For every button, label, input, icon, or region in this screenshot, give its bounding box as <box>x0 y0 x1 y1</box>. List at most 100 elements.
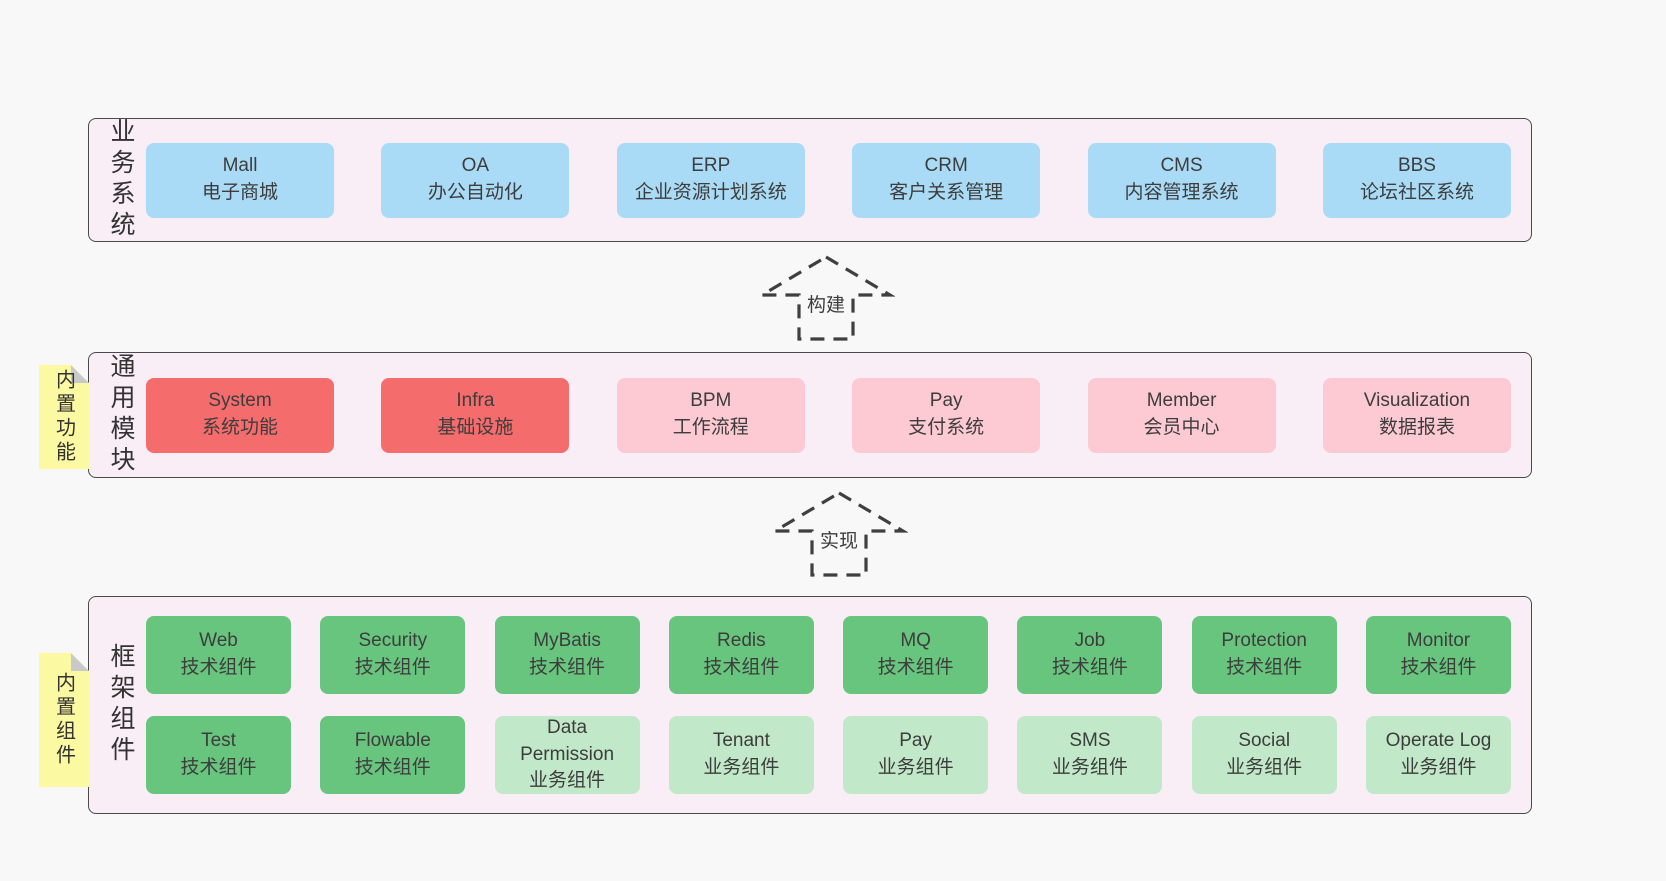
box-flowable: Flowable 技术组件 <box>320 716 466 794</box>
box-data-permission: Data Permission 业务组件 <box>494 716 640 794</box>
box-title: Visualization <box>1363 390 1471 412</box>
box-subtitle: 工作流程 <box>672 417 749 438</box>
box-title: Web <box>199 630 238 652</box>
section-label-business: 业务系统 <box>107 118 135 242</box>
box-title: Pay <box>929 390 963 412</box>
box-title: CRM <box>924 155 968 177</box>
box-subtitle: 技术组件 <box>354 757 431 778</box>
box-title: Protection <box>1221 630 1307 652</box>
box-subtitle: 内容管理系统 <box>1124 182 1239 203</box>
box-subtitle: 技术组件 <box>180 757 257 778</box>
box-subtitle: 技术组件 <box>180 657 257 678</box>
box-job: Job 技术组件 <box>1017 616 1163 694</box>
box-title: MQ <box>900 630 931 652</box>
sticky-tab-modules: 内置功能 <box>39 365 89 469</box>
box-subtitle: 办公自动化 <box>427 182 523 203</box>
box-sms: SMS 业务组件 <box>1017 716 1163 794</box>
box-title: Operate Log <box>1385 730 1492 752</box>
box-title: System <box>208 390 272 412</box>
box-subtitle: 论坛社区系统 <box>1359 182 1474 203</box>
box-subtitle: 业务组件 <box>1051 757 1128 778</box>
box-erp: ERP 企业资源计划系统 <box>616 142 805 218</box>
folded-corner-icon <box>71 653 89 671</box>
box-title: Data Permission <box>520 717 615 765</box>
box-subtitle: 技术组件 <box>703 657 780 678</box>
box-subtitle: 业务组件 <box>1226 757 1303 778</box>
box-monitor: Monitor 技术组件 <box>1365 616 1511 694</box>
box-web: Web 技术组件 <box>146 616 291 694</box>
box-subtitle: 技术组件 <box>529 657 606 678</box>
box-title: BBS <box>1397 155 1436 177</box>
box-title: Infra <box>456 390 495 412</box>
box-subtitle: 会员中心 <box>1143 417 1220 438</box>
box-title: CMS <box>1160 155 1203 177</box>
box-subtitle: 技术组件 <box>1226 657 1303 678</box>
box-row: System 系统功能 Infra 基础设施 BPM 工作流程 Pay 支付系统 Member 会… <box>146 377 1511 453</box>
box-title: ERP <box>691 155 731 177</box>
box-title: BPM <box>690 390 732 412</box>
box-system: System 系统功能 <box>146 377 334 453</box>
box-cms: CMS 内容管理系统 <box>1087 142 1276 218</box>
up-arrow-icon <box>757 255 895 341</box>
box-operate-log: Operate Log 业务组件 <box>1365 716 1511 794</box>
box-title: Job <box>1074 630 1106 652</box>
box-subtitle: 系统功能 <box>201 417 278 438</box>
box-title: Redis <box>717 630 766 652</box>
box-title: SMS <box>1069 730 1111 752</box>
dashed-up-arrow: 实现 <box>770 490 908 578</box>
up-arrow-icon <box>770 491 908 577</box>
box-pay: Pay 支付系统 <box>852 377 1041 453</box>
box-bpm: BPM 工作流程 <box>616 377 805 453</box>
sticky-tab-label-framework: 内置组件 <box>52 672 75 768</box>
box-mall: Mall 电子商城 <box>146 142 334 218</box>
section-label-framework: 框架组件 <box>107 643 135 767</box>
box-title: Flowable <box>354 730 431 752</box>
box-subtitle: 基础设施 <box>437 417 514 438</box>
box-test: Test 技术组件 <box>146 716 291 794</box>
box-infra: Infra 基础设施 <box>381 377 570 453</box>
box-title: Tenant <box>712 730 770 752</box>
box-subtitle: 技术组件 <box>1051 657 1128 678</box>
box-bbs: BBS 论坛社区系统 <box>1322 142 1511 218</box>
box-subtitle: 数据报表 <box>1378 417 1455 438</box>
box-subtitle: 电子商城 <box>201 182 278 203</box>
sticky-tab-label-modules: 内置功能 <box>52 369 75 465</box>
box-subtitle: 技术组件 <box>1400 657 1477 678</box>
box-crm: CRM 客户关系管理 <box>852 142 1041 218</box>
box-title: Mall <box>222 155 258 177</box>
box-tenant: Tenant 业务组件 <box>668 716 814 794</box>
box-title: MyBatis <box>533 630 601 652</box>
box-subtitle: 业务组件 <box>1400 757 1477 778</box>
box-visualization: Visualization 数据报表 <box>1322 377 1511 453</box>
box-title: Test <box>201 730 236 752</box>
sticky-tab-framework: 内置组件 <box>39 653 89 787</box>
box-subtitle: 企业资源计划系统 <box>634 182 787 203</box>
dashed-up-arrow: 构建 <box>757 254 895 342</box>
box-title: Member <box>1146 390 1217 412</box>
box-title: Pay <box>899 730 932 752</box>
box-mybatis: MyBatis 技术组件 <box>494 616 640 694</box>
arrow-label: 构建 <box>802 290 850 317</box>
box-title: Social <box>1238 730 1291 752</box>
box-subtitle: 支付系统 <box>908 417 985 438</box>
box-rows-modules: System 系统功能 Infra 基础设施 BPM 工作流程 Pay 支付系统 Member 会… <box>146 353 1511 477</box>
box-subtitle: 业务组件 <box>529 770 606 792</box>
box-subtitle: 客户关系管理 <box>889 182 1004 203</box>
box-title: Security <box>358 630 428 652</box>
box-subtitle: 技术组件 <box>877 657 954 678</box>
box-redis: Redis 技术组件 <box>668 616 814 694</box>
box-mq: MQ 技术组件 <box>843 616 989 694</box>
box-subtitle: 业务组件 <box>703 757 780 778</box>
section-label-modules: 通用模块 <box>107 353 135 477</box>
box-title: Monitor <box>1406 630 1471 652</box>
